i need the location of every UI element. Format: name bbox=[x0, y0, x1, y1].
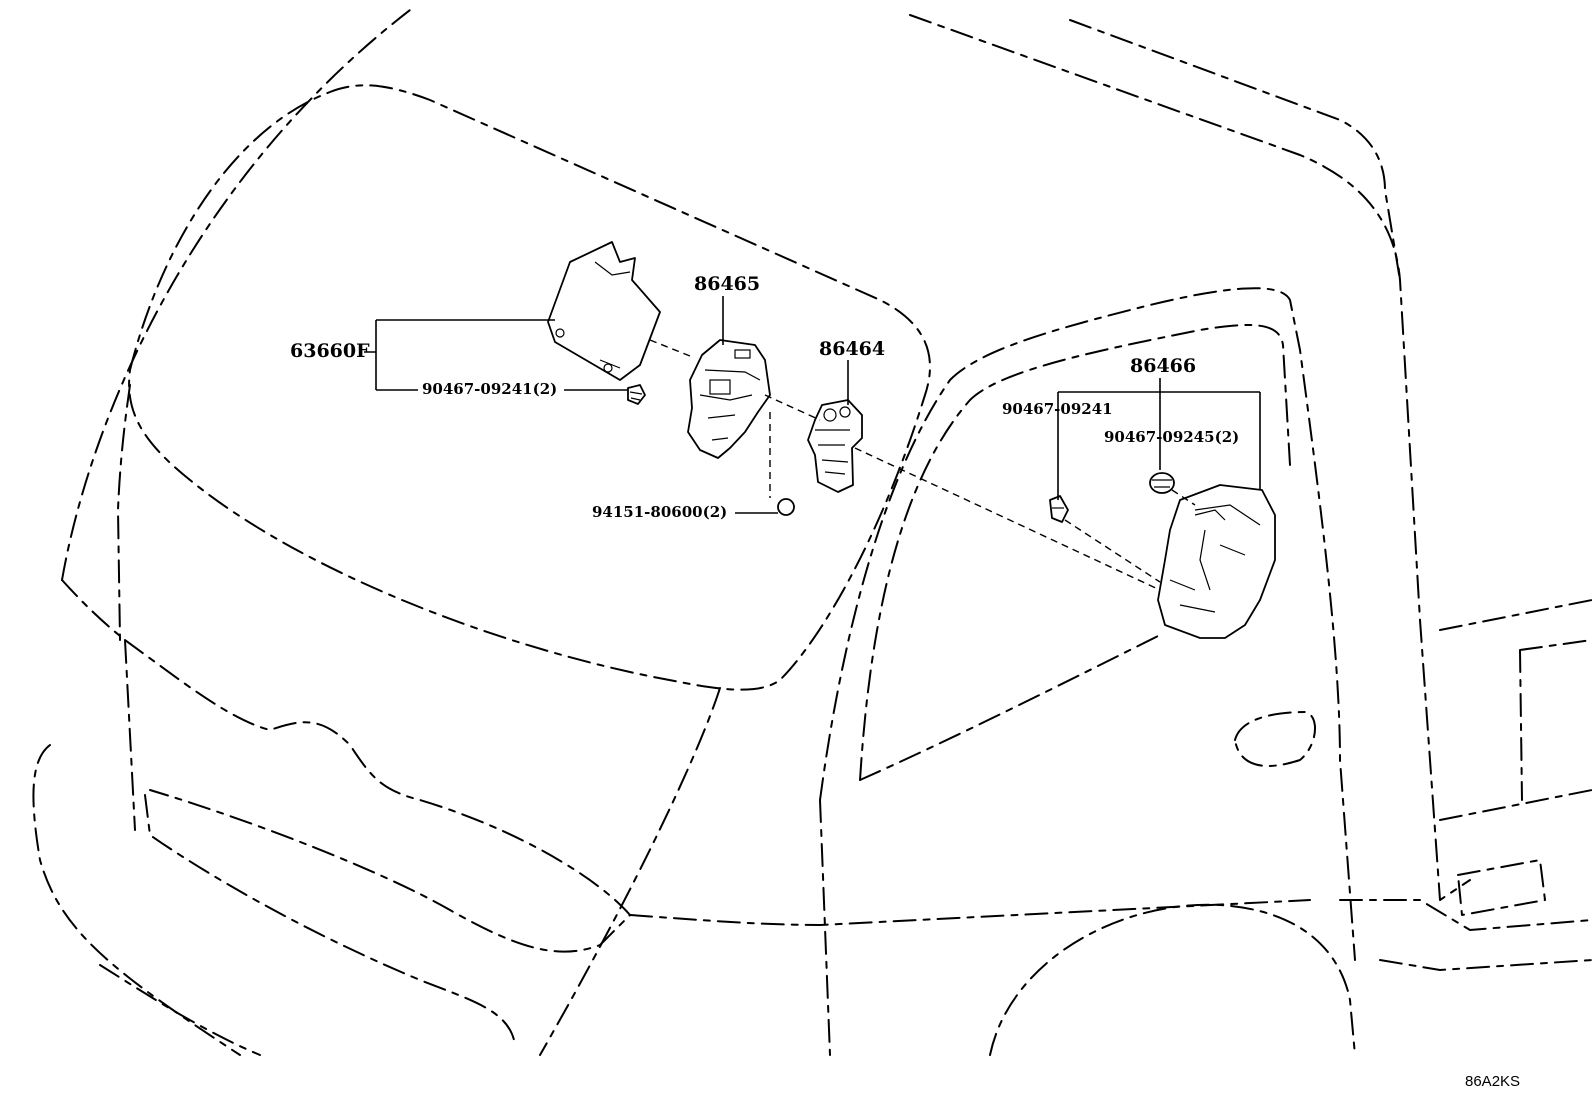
clip-90467-09241-part bbox=[627, 384, 646, 405]
windshield-outline bbox=[128, 84, 931, 691]
step-line bbox=[1379, 959, 1592, 971]
clip-90467-09245-part bbox=[1149, 472, 1175, 494]
hood-lower bbox=[629, 899, 1311, 926]
cab-front-left bbox=[61, 579, 136, 831]
figure-code: 86A2KS bbox=[1465, 1073, 1521, 1090]
label-86465: 86465 bbox=[694, 273, 761, 295]
grille-outline bbox=[124, 639, 631, 953]
label-63660f: 63660F bbox=[290, 340, 370, 362]
tail-lamp bbox=[1457, 859, 1546, 916]
guide-line-5 bbox=[1064, 519, 1161, 583]
bumper-outline bbox=[32, 744, 241, 1056]
door-handle bbox=[1234, 711, 1317, 767]
guide-line-6 bbox=[1171, 489, 1196, 506]
lower-body bbox=[1339, 899, 1592, 931]
label-90467-09241-2: 90467-09241(2) bbox=[422, 380, 558, 398]
wheel-arch bbox=[989, 903, 1356, 1056]
label-90467-09245-2: 90467-09245(2) bbox=[1104, 428, 1240, 446]
nut-94151-80600-part bbox=[777, 498, 795, 516]
roof-edge-line bbox=[1069, 19, 1401, 281]
window-frame bbox=[859, 324, 1291, 781]
bed-box bbox=[1519, 639, 1592, 801]
rear-side bbox=[1419, 619, 1471, 901]
bumper-lower bbox=[144, 794, 516, 1046]
door-front-edge bbox=[819, 799, 831, 1056]
leader-63660f bbox=[364, 319, 555, 391]
cab-front-inner bbox=[117, 384, 131, 641]
guide-line-1 bbox=[649, 339, 691, 357]
roof-right-line bbox=[909, 14, 1421, 621]
clip-90467-09241-right-part bbox=[1049, 495, 1069, 523]
guide-line-2 bbox=[764, 394, 821, 421]
camera-86464-part bbox=[807, 399, 863, 493]
door-frame bbox=[819, 287, 1356, 961]
label-86466: 86466 bbox=[1130, 355, 1197, 377]
bed-panel bbox=[1439, 789, 1592, 821]
housing-86466-part bbox=[1157, 484, 1276, 639]
headlight-line bbox=[99, 964, 261, 1056]
leader-86466 bbox=[1057, 378, 1261, 500]
window-sill bbox=[859, 634, 1161, 781]
guide-line-3 bbox=[854, 447, 1161, 591]
roof-line bbox=[61, 9, 411, 581]
cover-63660f-part bbox=[547, 241, 661, 381]
label-90467-09241: 90467-09241 bbox=[1002, 400, 1113, 418]
a-pillar bbox=[539, 687, 721, 1056]
label-86464: 86464 bbox=[819, 338, 886, 360]
label-94151-80600-2: 94151-80600(2) bbox=[592, 503, 728, 521]
bracket-86465-part bbox=[687, 339, 771, 459]
bed-rail bbox=[1439, 599, 1592, 631]
